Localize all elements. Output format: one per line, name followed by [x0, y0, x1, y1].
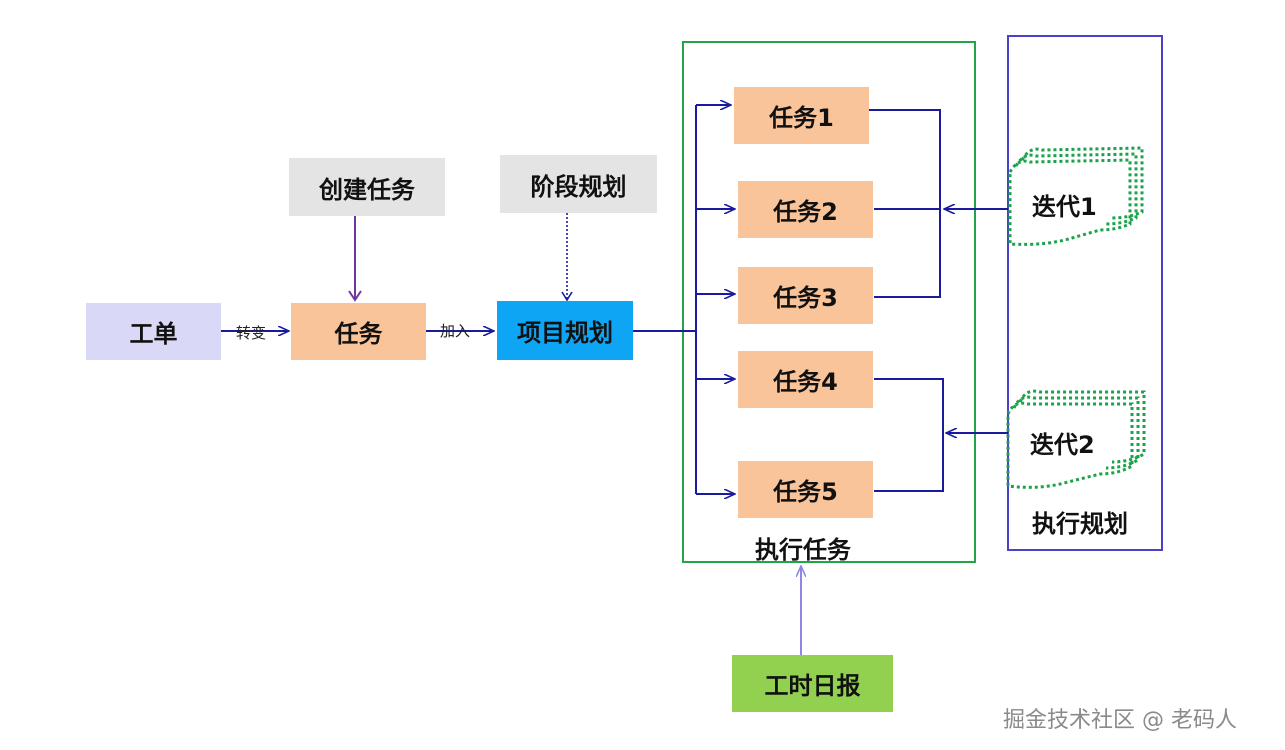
work-order-node: 工单 — [86, 303, 221, 360]
project-plan-label: 项目规划 — [517, 319, 613, 347]
work-order-label: 工单 — [129, 320, 178, 348]
task5-node: 任务5 — [738, 461, 873, 518]
iteration1-bracket — [869, 109, 941, 298]
daily-report-label: 工时日报 — [764, 672, 861, 700]
task3-label: 任务3 — [773, 284, 838, 312]
task2-label: 任务2 — [773, 198, 838, 226]
watermark-text: 掘金技术社区 @ 老码人 — [1003, 708, 1237, 733]
task-node: 任务 — [291, 303, 426, 360]
edge-create-task-arrowhead — [348, 290, 362, 302]
iteration2-bracket — [874, 378, 944, 492]
create-task-node: 创建任务 — [289, 158, 445, 216]
edge-phase-plan-arrowhead — [561, 291, 573, 302]
daily-report-node: 工时日报 — [732, 655, 893, 712]
create-task-label: 创建任务 — [319, 175, 415, 204]
phase-plan-node: 阶段规划 — [500, 155, 657, 213]
phase-plan-label: 阶段规划 — [530, 172, 627, 201]
task4-node: 任务4 — [738, 351, 873, 408]
iteration1-label: 迭代1 — [1032, 193, 1097, 221]
iteration2-shape — [1006, 389, 1146, 489]
task1-label: 任务1 — [769, 104, 834, 132]
execution-plan-group-label: 执行规划 — [1032, 510, 1128, 538]
edge-label-join: 加入 — [440, 322, 471, 340]
task3-node: 任务3 — [738, 267, 873, 324]
execute-task-group-frame — [682, 41, 976, 563]
edge-label-convert: 转变 — [236, 324, 267, 342]
task2-node: 任务2 — [738, 181, 873, 238]
iteration2-label: 迭代2 — [1030, 431, 1095, 459]
execute-task-group-label: 执行任务 — [755, 536, 851, 564]
execution-plan-group-frame — [1007, 35, 1163, 551]
task5-label: 任务5 — [773, 478, 838, 506]
project-plan-node: 项目规划 — [497, 301, 633, 360]
task1-node: 任务1 — [734, 87, 869, 144]
task-label: 任务 — [334, 320, 383, 348]
task4-label: 任务4 — [773, 368, 838, 396]
